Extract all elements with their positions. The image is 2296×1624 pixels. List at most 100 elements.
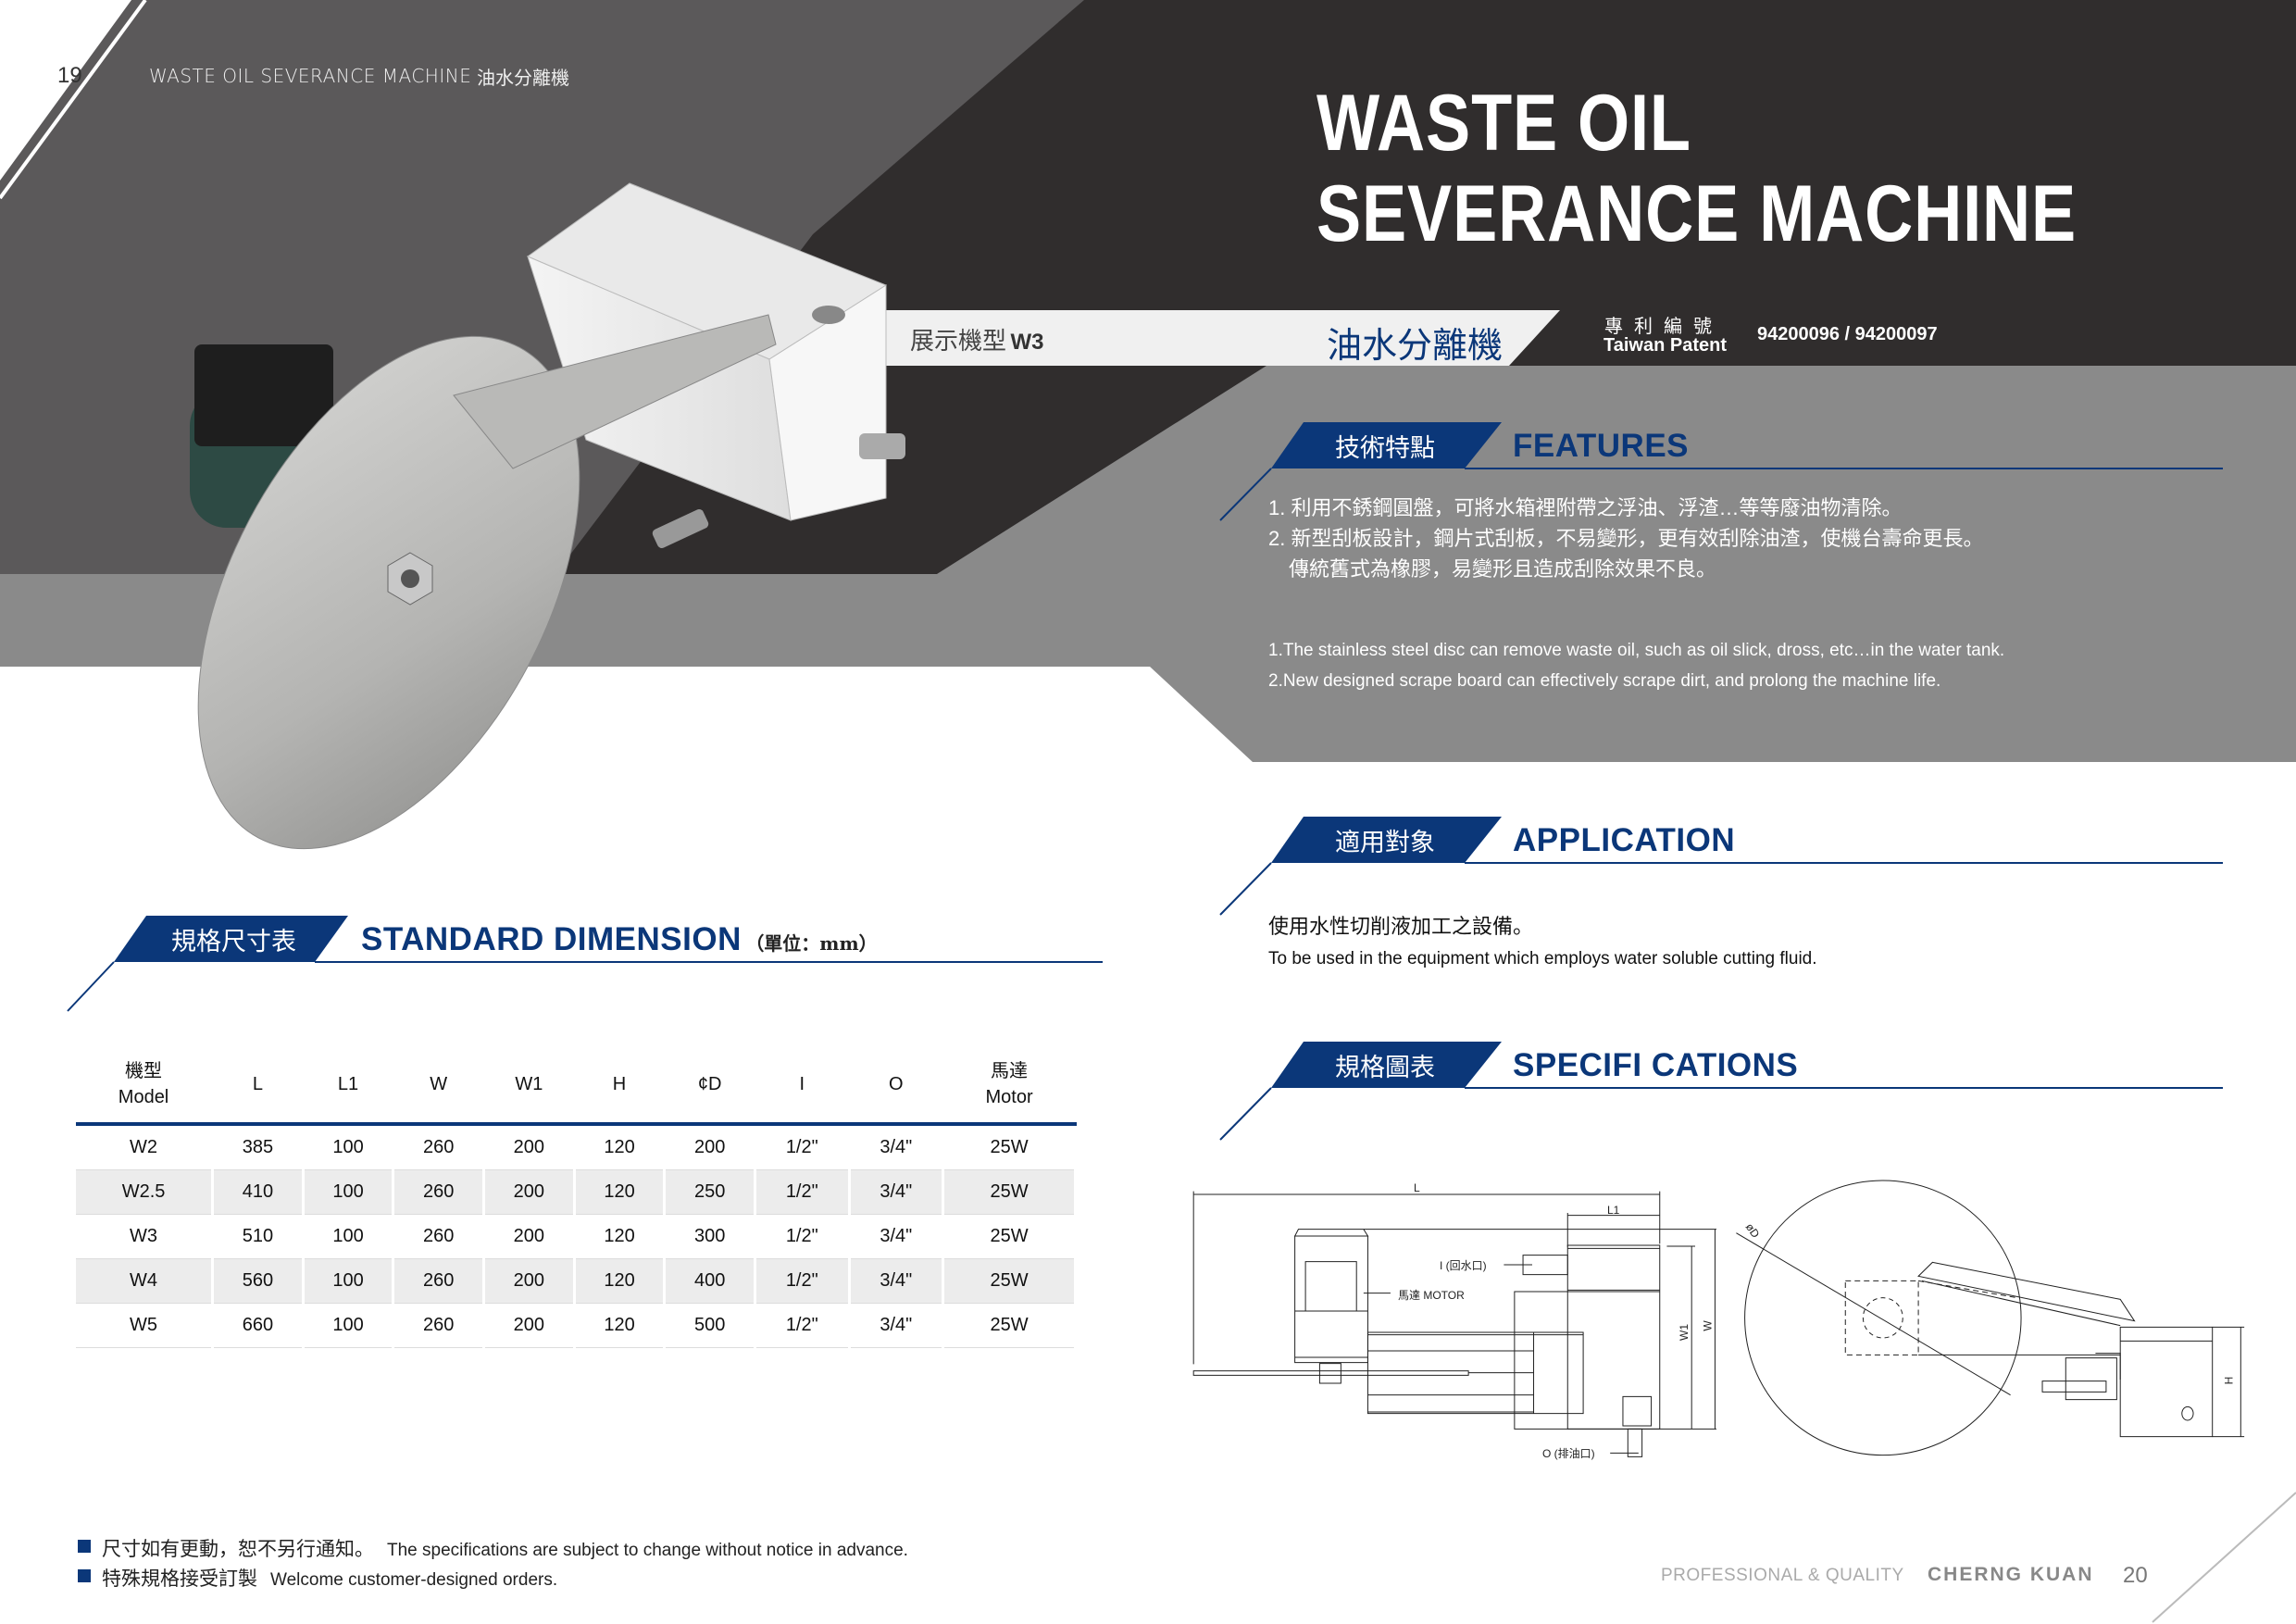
table-cell: W4: [76, 1258, 215, 1304]
specification-diagram: [1185, 1167, 2296, 1481]
diagram-label-inlet: I (回水口): [1440, 1259, 1487, 1272]
column-header: I: [755, 1046, 851, 1126]
column-header: W: [393, 1046, 486, 1126]
table-cell: 400: [664, 1258, 756, 1304]
note-2-en: Welcome customer-designed orders.: [270, 1570, 558, 1590]
dimension-heading-cn: 規格尺寸表: [171, 928, 296, 956]
table-cell: 200: [664, 1124, 756, 1170]
table-cell: 25W: [942, 1214, 1077, 1259]
column-header-label: O: [889, 1074, 904, 1094]
table-cell: 3/4": [849, 1124, 945, 1170]
note-bullet-icon: [78, 1569, 91, 1582]
feature-en-1: 1.The stainless steel disc can remove wa…: [1268, 641, 2005, 660]
table-cell: 1/2": [755, 1303, 851, 1348]
page-title: WASTE OIL SEVERANCE MACHINE: [1316, 78, 2077, 259]
column-header: 馬達 Motor: [942, 1046, 1077, 1126]
table-cell: 250: [664, 1169, 756, 1215]
table-cell: 300: [664, 1214, 756, 1259]
table-cell: 120: [574, 1124, 667, 1170]
scraper-plate: [453, 314, 777, 469]
application-header-shape: [1219, 817, 2223, 916]
patent-label-cn: 專利編號: [1604, 315, 1723, 337]
dimension-unit: （單位：mm）: [745, 932, 878, 955]
display-model: 展示機型 W3: [910, 322, 1043, 356]
diagram-label-L: L: [1414, 1181, 1420, 1194]
column-header-label: W1: [515, 1074, 543, 1094]
side-view: [1193, 1192, 1716, 1457]
table-cell: 1/2": [755, 1214, 851, 1259]
table-cell: 25W: [942, 1169, 1077, 1215]
column-header-label: H: [612, 1074, 627, 1094]
features-heading-en: FEATURES: [1513, 428, 1690, 464]
table-cell: 260: [393, 1303, 486, 1348]
table-cell: 120: [574, 1303, 667, 1348]
table-cell: 1/2": [755, 1124, 851, 1170]
features-heading-cn: 技術特點: [1335, 434, 1435, 463]
application-heading-cn: 適用對象: [1335, 829, 1435, 857]
diagram-label-L1: L1: [1607, 1204, 1620, 1217]
column-header-label: I: [799, 1074, 805, 1094]
application-text-cn: 使用水性切削液加工之設備。: [1268, 915, 1534, 938]
front-view: [1736, 1181, 2244, 1455]
table-cell: 200: [483, 1258, 576, 1304]
application-text-en: To be used in the equipment which employ…: [1268, 949, 1817, 968]
diagram-label-H: H: [2222, 1376, 2236, 1385]
application-heading-en: APPLICATION: [1513, 822, 1736, 858]
specifications-header-shape: [1219, 1042, 2223, 1141]
table-cell: 260: [393, 1214, 486, 1259]
product-name-cn: 油水分離機: [1327, 325, 1504, 366]
column-header-label: W: [430, 1074, 448, 1094]
table-cell: 120: [574, 1169, 667, 1215]
table-cell: W5: [76, 1303, 215, 1348]
diagram-label-motor: 馬達 MOTOR: [1398, 1289, 1465, 1302]
table-cell: 1/2": [755, 1169, 851, 1215]
patent-numbers: 94200096 / 94200097: [1757, 324, 1938, 344]
table-cell: 100: [303, 1258, 395, 1304]
display-model-label: 展示機型: [910, 328, 1007, 356]
running-title-cn: 油水分離機: [477, 67, 569, 89]
table-cell: W2: [76, 1124, 215, 1170]
column-header: W1: [483, 1046, 576, 1126]
feature-cn-2: 2. 新型刮板設計，鋼片式刮板，不易變形，更有效刮除油渣，使機台壽命更長。: [1268, 527, 1984, 550]
column-header-label: 馬達: [991, 1061, 1029, 1081]
outlet-nozzle: [859, 433, 905, 459]
table-cell: 560: [212, 1258, 305, 1304]
page-number-left: 19: [57, 63, 82, 88]
column-header-sublabel: Motor: [985, 1087, 1033, 1107]
column-header: L1: [303, 1046, 395, 1126]
table-cell: 100: [303, 1214, 395, 1259]
features-list-cn: 1. 利用不銹鋼圓盤，可將水箱裡附帶之浮油、浮渣…等等廢油物清除。 2. 新型刮…: [1268, 493, 1983, 584]
table-cell: 3/4": [849, 1258, 945, 1304]
column-header: L: [212, 1046, 305, 1126]
table-cell: 1/2": [755, 1258, 851, 1304]
table-cell: 100: [303, 1124, 395, 1170]
table-cell: 260: [393, 1124, 486, 1170]
table-cell: 3/4": [849, 1169, 945, 1215]
diagram-label-W: W: [1701, 1320, 1715, 1331]
feature-cn-2-cont: 傳統舊式為橡膠，易變形且造成刮除效果不良。: [1289, 557, 1717, 581]
table-cell: W2.5: [76, 1169, 215, 1215]
table-cell: 510: [212, 1214, 305, 1259]
dimension-heading-en: STANDARD DIMENSION: [361, 921, 742, 957]
column-header-label: 機型: [125, 1061, 163, 1081]
page-number-right: 20: [2123, 1563, 2148, 1588]
column-header-label: L: [252, 1074, 263, 1094]
feature-cn-1: 1. 利用不銹鋼圓盤，可將水箱裡附帶之浮油、浮渣…等等廢油物清除。: [1268, 496, 1903, 519]
column-header-label: ¢D: [697, 1074, 722, 1094]
column-header-sublabel: Model: [118, 1087, 169, 1107]
features-list-en: 1.The stainless steel disc can remove wa…: [1268, 635, 2004, 696]
feature-en-2: 2.New designed scrape board can effectiv…: [1268, 671, 1941, 691]
table-cell: 25W: [942, 1124, 1077, 1170]
tank-side: [768, 284, 887, 521]
motor-junction-box: [194, 344, 333, 446]
table-cell: 3/4": [849, 1214, 945, 1259]
table-cell: 3/4": [849, 1303, 945, 1348]
